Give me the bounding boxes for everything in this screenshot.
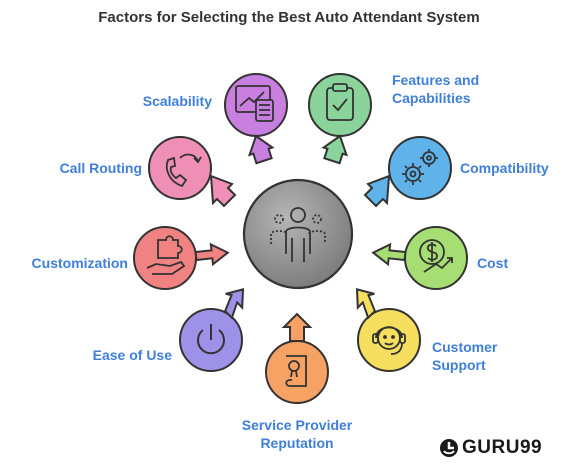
guru99-logo: GURU99 (462, 437, 543, 458)
diagram-title: Factors for Selecting the Best Auto Atte… (98, 9, 480, 26)
puzzle-hand-icon (146, 235, 186, 275)
label-features: Features and Capabilities (392, 72, 480, 106)
person-selection-icon (270, 207, 326, 262)
label-customization: Customization (31, 255, 128, 271)
label-customer-support: Customer Support (432, 339, 498, 373)
money-growth-icon (419, 239, 453, 273)
label-cost: Cost (477, 255, 509, 271)
label-compatibility: Compatibility (460, 160, 549, 176)
features-node (308, 73, 372, 165)
label-reputation: Service Provider Reputation (241, 417, 353, 451)
clipboard-check-icon (326, 83, 354, 121)
cost-node (371, 226, 468, 290)
call-routing-node (148, 136, 237, 208)
gears-icon (402, 149, 438, 185)
ease-of-use-node (179, 288, 245, 372)
label-ease-of-use: Ease of Use (92, 347, 172, 363)
reputation-node (265, 312, 329, 404)
headset-agent-icon (372, 326, 406, 355)
compatibility-node (363, 136, 452, 208)
customization-node (133, 226, 230, 290)
power-button-icon (197, 324, 225, 355)
scalability-node (224, 73, 288, 165)
label-scalability: Scalability (142, 93, 212, 109)
certificate-scroll-icon (285, 355, 307, 387)
label-call-routing: Call Routing (59, 160, 142, 176)
growth-chart-icon (235, 85, 274, 122)
center-hub (242, 178, 354, 290)
guru99-logo-icon (440, 439, 458, 457)
phone-routing-icon (165, 153, 202, 188)
customer-support-node (355, 288, 421, 372)
